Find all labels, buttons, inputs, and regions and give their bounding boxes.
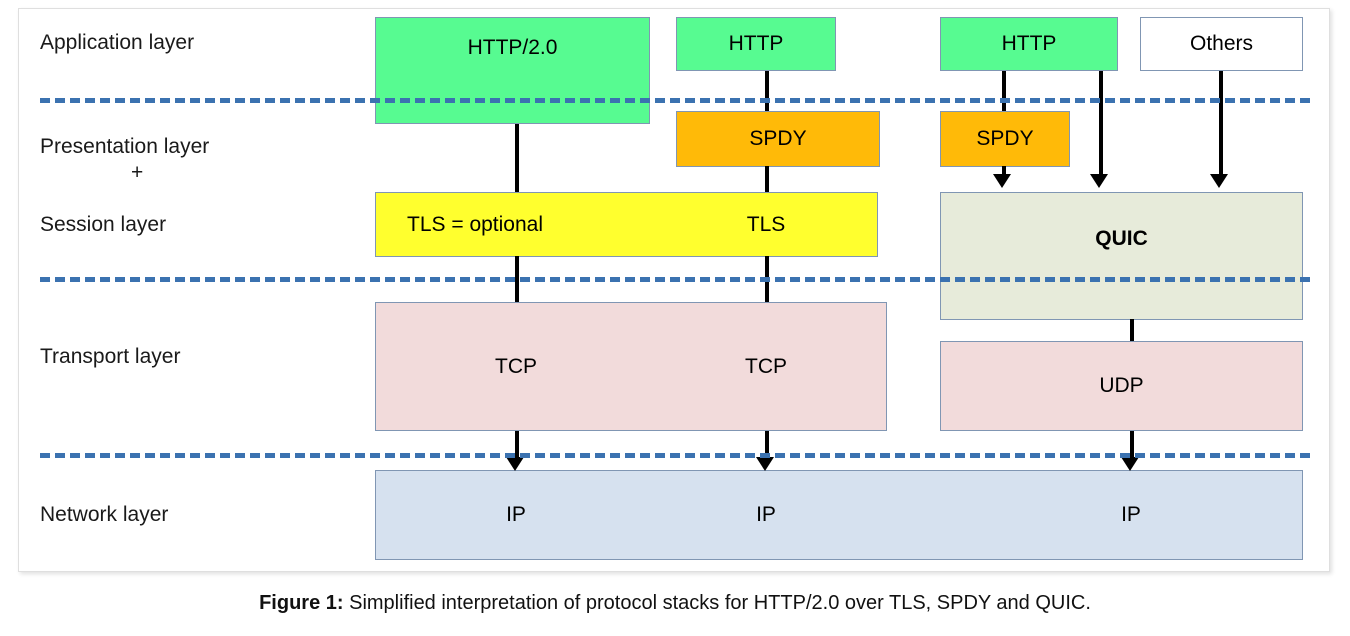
connector-spdy-to-quic (1002, 166, 1006, 178)
box-udp[interactable]: UDP (940, 341, 1303, 431)
connector-http-to-quic (1099, 71, 1103, 178)
box-ip-b-label: IP (756, 503, 776, 526)
arrowhead-others-to-quic (1210, 174, 1228, 188)
box-ip-a-label: IP (506, 503, 526, 526)
connector-tcp-to-ip-b (765, 431, 769, 464)
box-others-label: Others (1189, 32, 1254, 55)
box-tls-group[interactable]: TLS = optional TLS (375, 192, 878, 257)
box-tcp-group[interactable]: TCP TCP (375, 302, 887, 431)
figure-caption: Figure 1: Simplified interpretation of p… (0, 592, 1350, 615)
layer-label-presentation: Presentation layer (40, 135, 210, 158)
box-ip-c-label: IP (1121, 503, 1141, 526)
box-tls-label: TLS (746, 212, 786, 236)
box-quic[interactable]: QUIC (940, 192, 1303, 320)
box-http-b[interactable]: HTTP (676, 17, 836, 71)
box-http2-label: HTTP/2.0 (467, 36, 558, 59)
box-spdy-b[interactable]: SPDY (676, 111, 880, 167)
box-ip-group[interactable]: IP IP IP (375, 470, 1303, 560)
arrowhead-tcp-to-ip-a (506, 457, 524, 471)
separator-application-presentation (40, 98, 1310, 103)
box-tcp-a-label: TCP (495, 354, 537, 378)
layer-label-plus: + (131, 161, 144, 184)
figure-caption-text: Simplified interpretation of protocol st… (349, 592, 1091, 614)
box-http-b-label: HTTP (728, 32, 784, 55)
arrowhead-spdy-to-quic (993, 174, 1011, 188)
connector-others-to-quic (1219, 71, 1223, 178)
arrowhead-tcp-to-ip-b (756, 457, 774, 471)
connector-http-to-spdy-b (765, 71, 769, 111)
connector-udp-to-ip (1130, 431, 1134, 464)
box-spdy-c-label: SPDY (976, 127, 1034, 150)
box-tls-optional-label: TLS = optional (406, 212, 544, 236)
box-tcp-b-label: TCP (745, 354, 787, 378)
box-spdy-c[interactable]: SPDY (940, 111, 1070, 167)
layer-label-application: Application layer (40, 31, 195, 54)
connector-http2-to-tls (515, 124, 519, 192)
box-quic-label: QUIC (1095, 227, 1148, 250)
box-http2[interactable]: HTTP/2.0 (375, 17, 650, 124)
layer-label-network: Network layer (40, 503, 169, 526)
layer-label-session: Session layer (40, 213, 167, 236)
separator-session-transport (40, 277, 1310, 282)
connector-quic-to-udp (1130, 319, 1134, 341)
box-http-c-label: HTTP (1001, 32, 1057, 55)
separator-transport-network (40, 453, 1310, 458)
layer-label-transport: Transport layer (40, 345, 181, 368)
box-http-c[interactable]: HTTP (940, 17, 1118, 71)
connector-spdy-to-tls-b (765, 166, 769, 192)
box-spdy-b-label: SPDY (749, 127, 807, 150)
figure-caption-label: Figure 1: (259, 592, 344, 614)
box-udp-label: UDP (1099, 374, 1144, 397)
box-others[interactable]: Others (1140, 17, 1303, 71)
arrowhead-http-to-quic (1090, 174, 1108, 188)
connector-tcp-to-ip-a (515, 431, 519, 464)
connector-http-to-spdy-c (1002, 71, 1006, 111)
arrowhead-udp-to-ip (1121, 457, 1139, 471)
